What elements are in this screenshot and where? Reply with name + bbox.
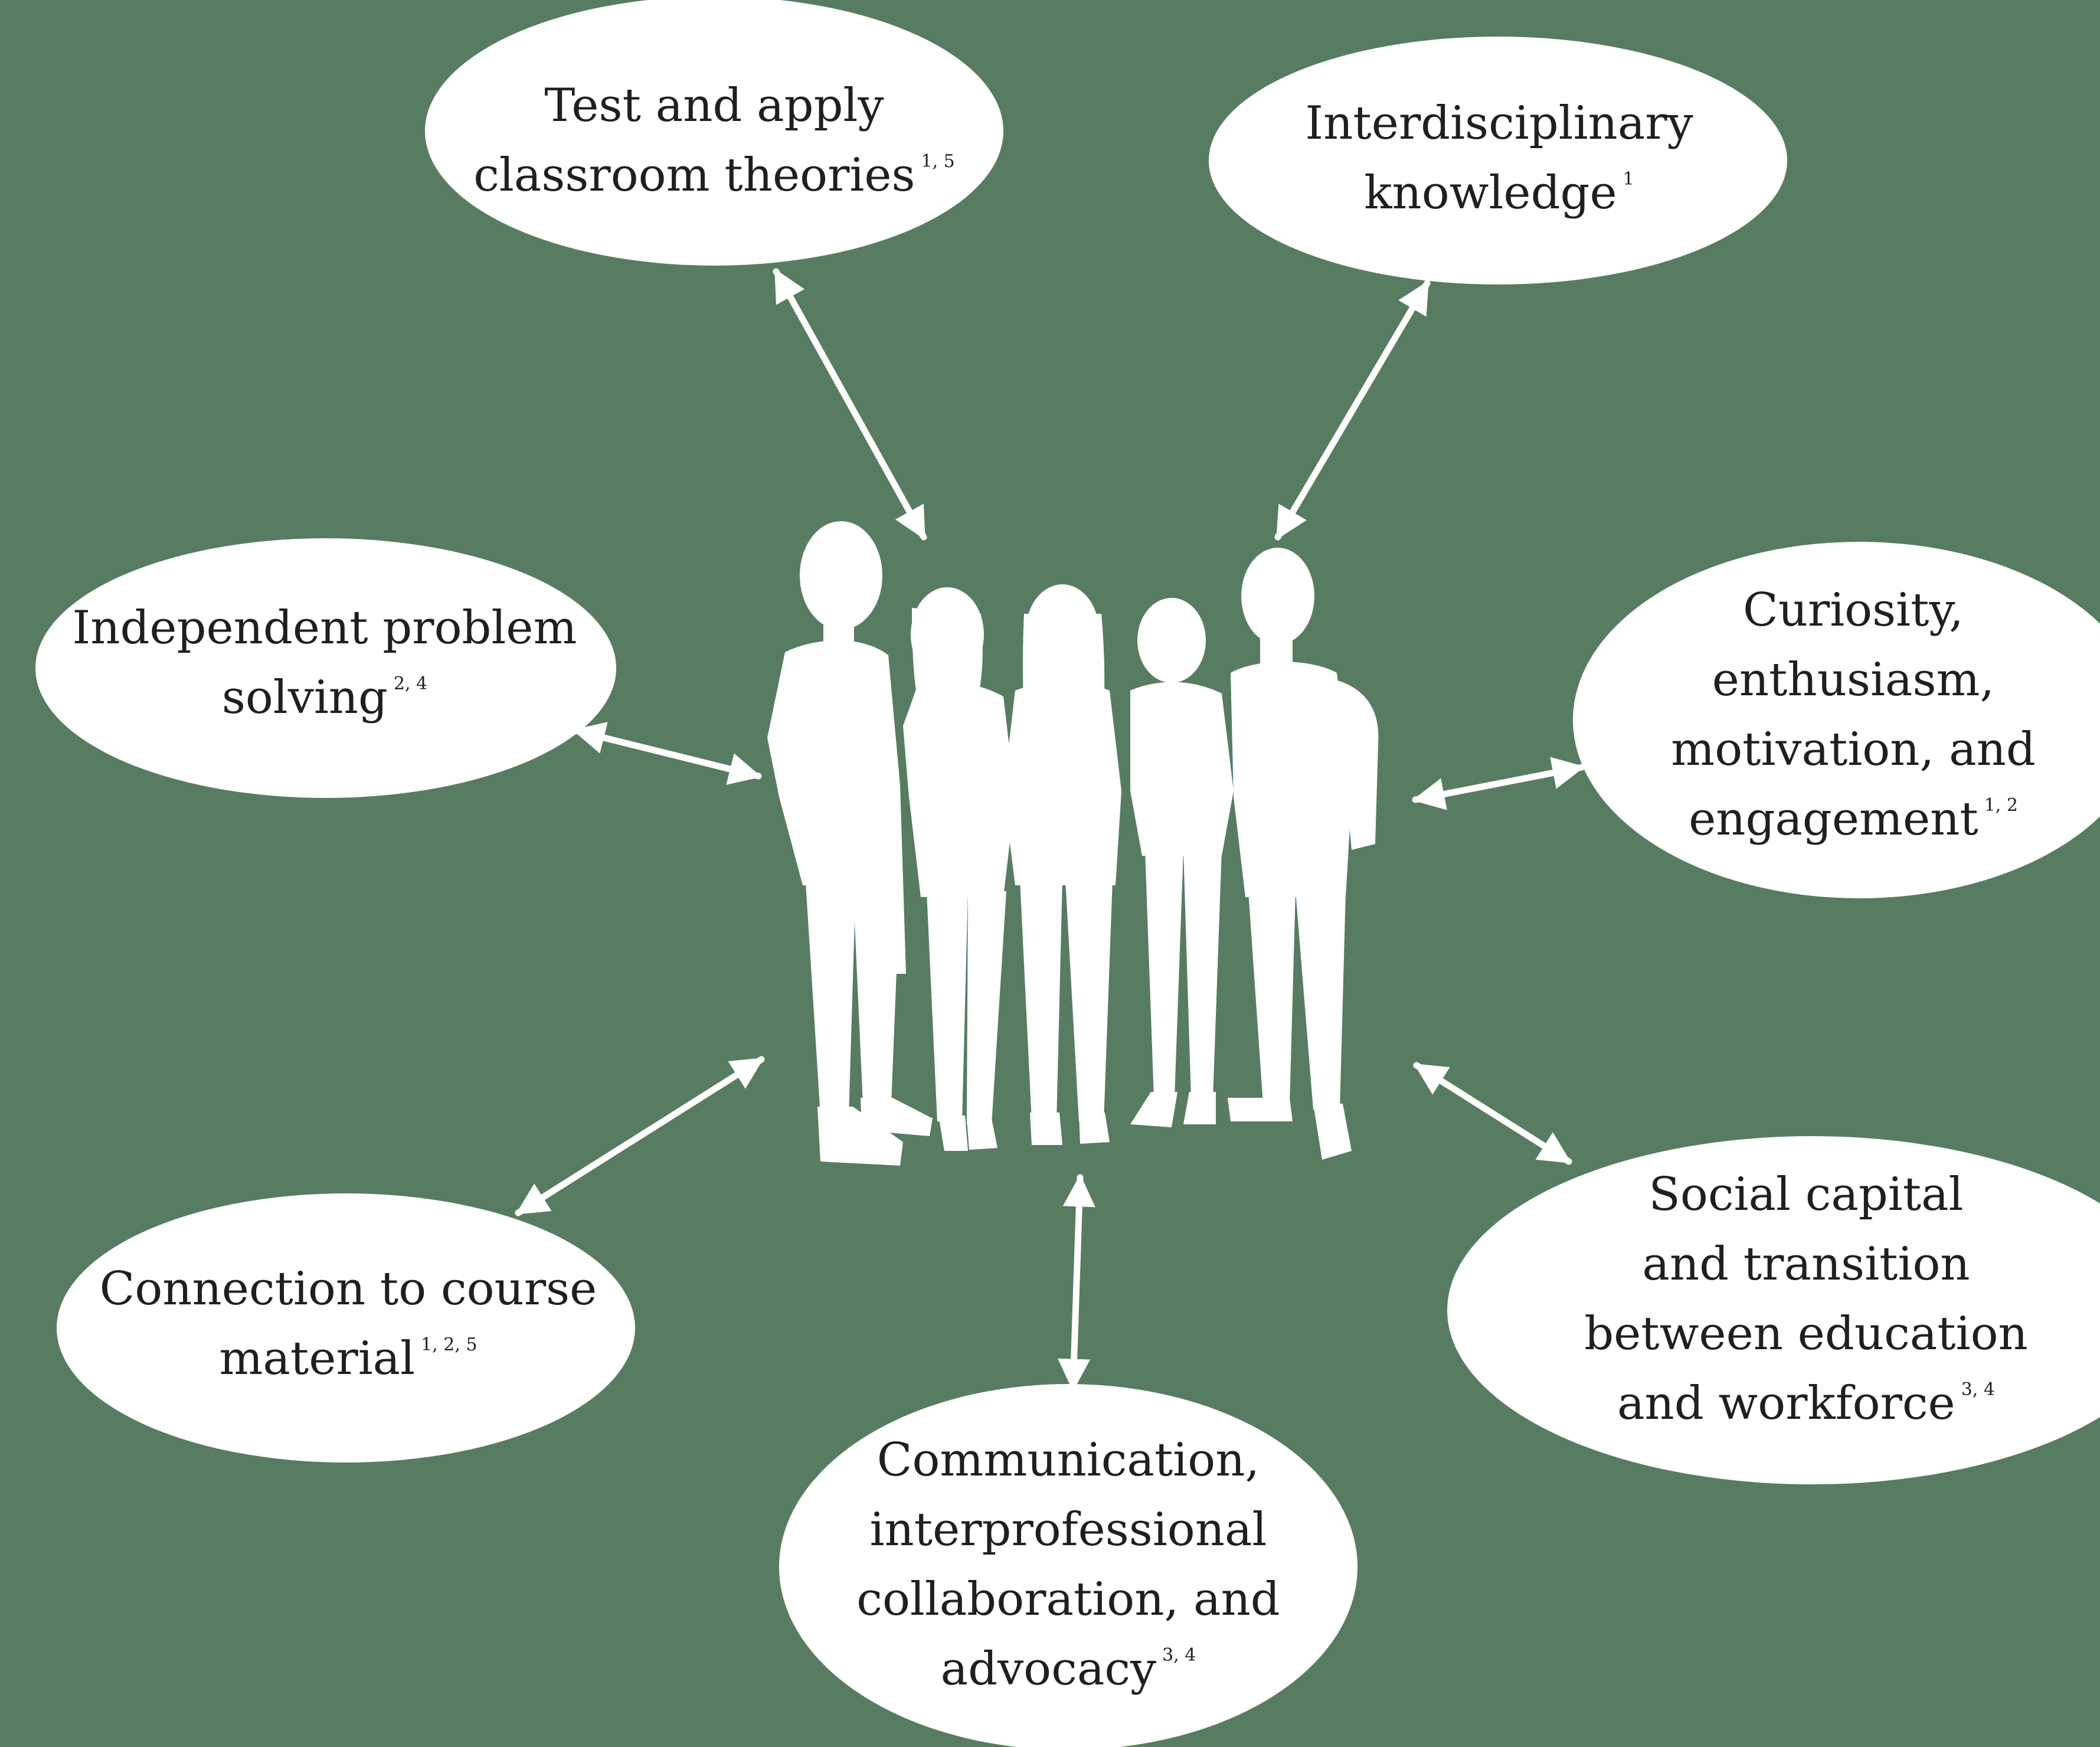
node-social-ellipse xyxy=(1447,1136,2100,1484)
node-social-label: Social capital and transition between ed… xyxy=(1511,1160,2100,1438)
node-connection-ellipse xyxy=(57,1193,635,1463)
node-social-line-1: Social capital xyxy=(1648,1168,1964,1221)
group-of-students-silhouette xyxy=(767,521,1379,1166)
node-communication-line-4: advocacy xyxy=(940,1643,1157,1696)
student-silhouette-2 xyxy=(903,587,1015,1151)
arrow-curiosity xyxy=(1412,757,1585,810)
node-curiosity-line-4: engagement xyxy=(1689,793,1978,846)
student-silhouette-4 xyxy=(1130,598,1234,1127)
arrow-interdisciplinary xyxy=(1274,280,1431,541)
arrow-independent xyxy=(572,722,762,785)
node-social-line-2: and transition xyxy=(1642,1238,1970,1291)
arrow-connection xyxy=(515,1056,765,1216)
arrow-communication xyxy=(1058,1174,1095,1392)
node-test-apply-line-2: classroom theories xyxy=(473,149,915,202)
arrow-test-apply xyxy=(773,268,927,541)
arrow-social xyxy=(1413,1062,1572,1165)
node-interdisciplinary-line-2: knowledge xyxy=(1364,166,1617,220)
node-interdisciplinary-label: Interdisciplinary knowledge 1 xyxy=(1239,89,1759,228)
node-test-apply-line-1: Test and apply xyxy=(544,79,884,132)
node-curiosity-label: Curiosity, enthusiasm, motivation, and e… xyxy=(1594,575,2100,854)
node-curiosity-line-2: enthusiasm, xyxy=(1712,653,1995,706)
node-social-refs: 3, 4 xyxy=(1961,1379,1995,1400)
node-connection-refs: 1, 2, 5 xyxy=(421,1334,477,1355)
node-communication-line-1: Communication, xyxy=(876,1434,1260,1487)
node-test-apply-label: Test and apply classroom theories 1, 5 xyxy=(454,71,974,210)
node-independent-refs: 2, 4 xyxy=(393,673,428,694)
node-social-line-3: between education xyxy=(1584,1307,2028,1360)
node-test-apply-refs: 1, 5 xyxy=(921,151,955,172)
student-silhouette-3 xyxy=(1003,584,1121,1145)
node-communication-line-2: interprofessional xyxy=(869,1503,1267,1556)
student-silhouette-5 xyxy=(1228,548,1379,1160)
node-curiosity-line-3: motivation, and xyxy=(1671,723,2036,776)
node-communication-ellipse xyxy=(779,1384,1358,1747)
node-independent-ellipse xyxy=(35,538,616,798)
node-curiosity-refs: 1, 2 xyxy=(1984,795,2018,816)
node-independent-line-2: solving xyxy=(221,671,388,724)
node-social-line-4: and workforce xyxy=(1617,1377,1955,1430)
node-connection-line-1: Connection to course xyxy=(99,1262,597,1316)
student-silhouette-1 xyxy=(767,521,933,1166)
node-connection-line-2: material xyxy=(219,1332,416,1385)
node-interdisciplinary-ellipse xyxy=(1209,37,1787,284)
node-interdisciplinary-refs: 1 xyxy=(1623,169,1634,189)
node-test-apply-ellipse xyxy=(425,0,1003,266)
node-interdisciplinary-line-1: Interdisciplinary xyxy=(1305,97,1693,150)
node-independent-line-1: Independent problem xyxy=(72,601,577,655)
node-curiosity-ellipse xyxy=(1573,542,2100,898)
node-communication-label: Communication, interprofessional collabo… xyxy=(803,1425,1334,1704)
node-communication-refs: 3, 4 xyxy=(1162,1645,1196,1666)
node-curiosity-line-1: Curiosity, xyxy=(1743,584,1964,637)
node-communication-line-3: collaboration, and xyxy=(856,1573,1280,1626)
